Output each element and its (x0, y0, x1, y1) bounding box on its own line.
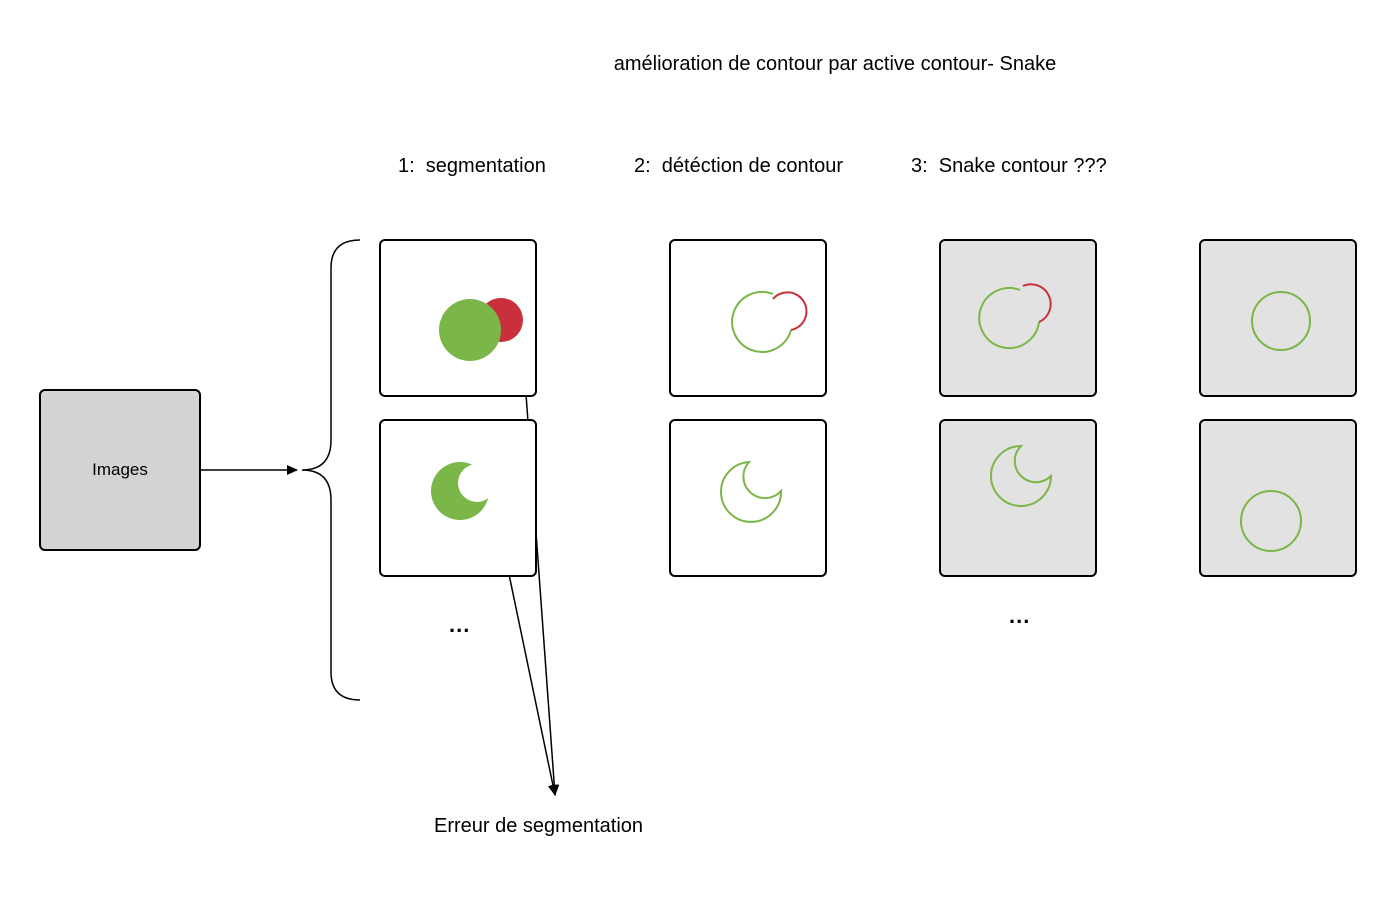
contour-panel-1 (669, 239, 827, 397)
ellipsis-right: ... (1009, 603, 1031, 628)
error-arrow-top (520, 324, 560, 796)
step-1-label: 1: segmentation (398, 155, 546, 177)
error-label: Erreur de segmentation (434, 815, 644, 837)
diagram-title: amélioration de contour par active conto… (613, 53, 1057, 75)
snake-panel-2 (939, 419, 1097, 577)
images-source-label: Images (92, 460, 148, 479)
step-2-label: 2: détéction de contour (634, 155, 844, 177)
result-circle-2 (1240, 490, 1302, 552)
contour-moon (720, 460, 783, 523)
snake-moon (990, 444, 1053, 507)
result-panel-2 (1199, 419, 1357, 577)
step-3-label: 3: Snake contour ??? (911, 155, 1107, 177)
seg-panel-2 (379, 419, 537, 577)
seg-panel-1 (379, 239, 537, 397)
result-circle-1 (1251, 291, 1311, 351)
seg-shape-1 (439, 298, 523, 361)
left-brace (301, 239, 361, 701)
seg-moon-shape (431, 462, 496, 520)
contour-panel-2 (669, 419, 827, 577)
ellipsis-left: ... (449, 612, 471, 637)
contour-shape-1 (731, 291, 808, 353)
result-panel-1 (1199, 239, 1357, 397)
snake-shape-1 (978, 283, 1052, 349)
images-source-box: Images (39, 389, 201, 551)
snake-panel-1 (939, 239, 1097, 397)
